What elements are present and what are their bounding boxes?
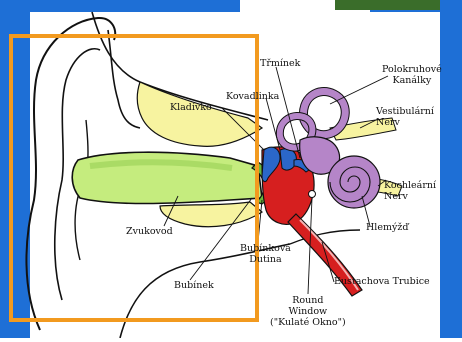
label-kochlearni-nerv: Kochleární Nerv [384,180,436,202]
incus-bone [280,149,296,170]
label-trminek: Třmínek [260,58,300,69]
label-bubinek: Bubínek [174,280,214,291]
round-window [309,191,316,198]
top-blue-panel [30,0,240,12]
label-kladivko: Kladívko [170,102,212,113]
label-vestibularni-nerv: Vestibulární Nerv [376,106,434,128]
corner-image-strip [335,0,440,10]
left-blue-panel [0,0,30,338]
label-bubinkova-dutina: Bubínková Dutina [240,243,291,265]
right-blue-panel [440,14,462,338]
label-round-window: Round Window ("Kulaté Okno") [270,295,346,328]
label-kovadlinka: Kovadlinka [226,91,279,102]
label-hlemyzd: Hlemýžď [366,222,408,233]
cochlea [328,156,380,208]
label-eustachova-trubice: Eustachova Trubice [334,276,430,287]
label-zvukovod: Zvukovod [126,226,173,237]
label-polokruhove-kanalky: Polokruhové Kanálky [382,64,442,86]
